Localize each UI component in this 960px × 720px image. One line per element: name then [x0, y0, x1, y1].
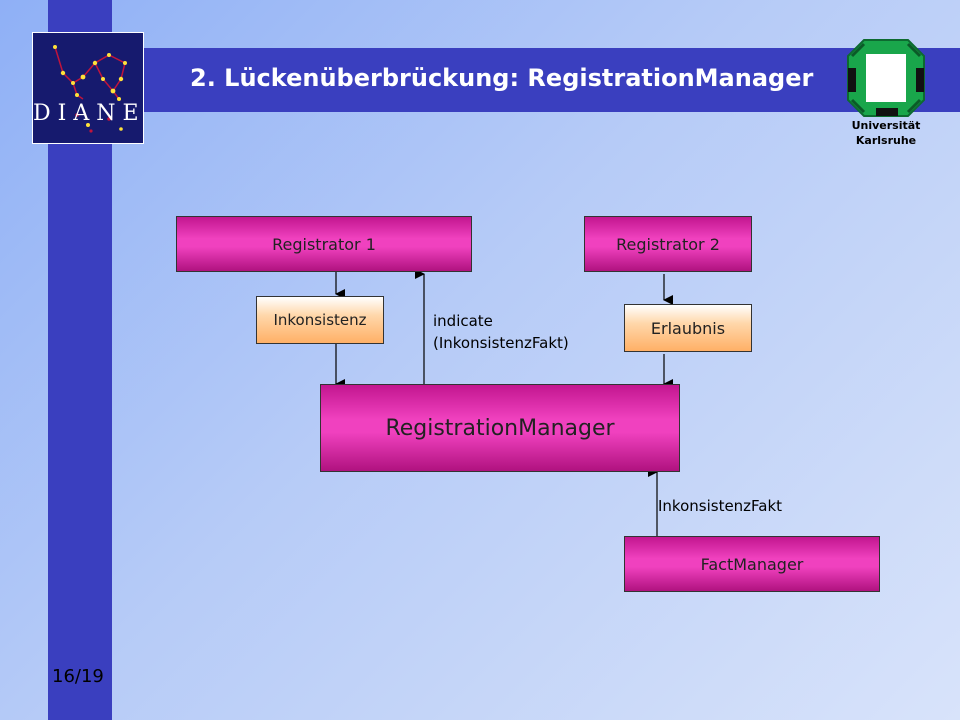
indicate-label-line-2: (InkonsistenzFakt): [433, 334, 569, 352]
indicate-label-line-1: indicate: [433, 312, 493, 330]
fact-manager-box: FactManager: [624, 536, 880, 592]
diane-logo: DIANE: [32, 32, 144, 144]
inkonsistenz-box: Inkonsistenz: [256, 296, 384, 344]
registrator-1-label: Registrator 1: [272, 234, 376, 254]
registrator-2-label: Registrator 2: [616, 234, 720, 254]
title-bar: [112, 48, 960, 112]
erlaubnis-label: Erlaubnis: [650, 318, 726, 338]
constellation-icon: [53, 45, 127, 133]
inkonsistenzfakt-label: InkonsistenzFakt: [658, 497, 783, 515]
page-number: 16/19: [52, 666, 104, 687]
slide-title: 2. Lückenüberbrückung: RegistrationManag…: [190, 64, 814, 92]
fact-manager-label: FactManager: [700, 554, 804, 574]
university-logo-icon: [847, 39, 925, 117]
university-name: Universität Karlsruhe: [824, 118, 948, 148]
registrator-1-box: Registrator 1: [176, 216, 472, 272]
inkonsistenz-label: Inkonsistenz: [273, 311, 367, 329]
diane-logo-text: DIANE: [33, 101, 144, 126]
registration-manager-label: RegistrationManager: [385, 415, 615, 441]
indicate-label: indicate (InkonsistenzFakt): [433, 310, 569, 354]
registrator-2-box: Registrator 2: [584, 216, 752, 272]
university-line-2: Karlsruhe: [855, 134, 917, 147]
university-line-1: Universität: [851, 119, 921, 132]
registration-manager-box: RegistrationManager: [320, 384, 680, 472]
erlaubnis-box: Erlaubnis: [624, 304, 752, 352]
